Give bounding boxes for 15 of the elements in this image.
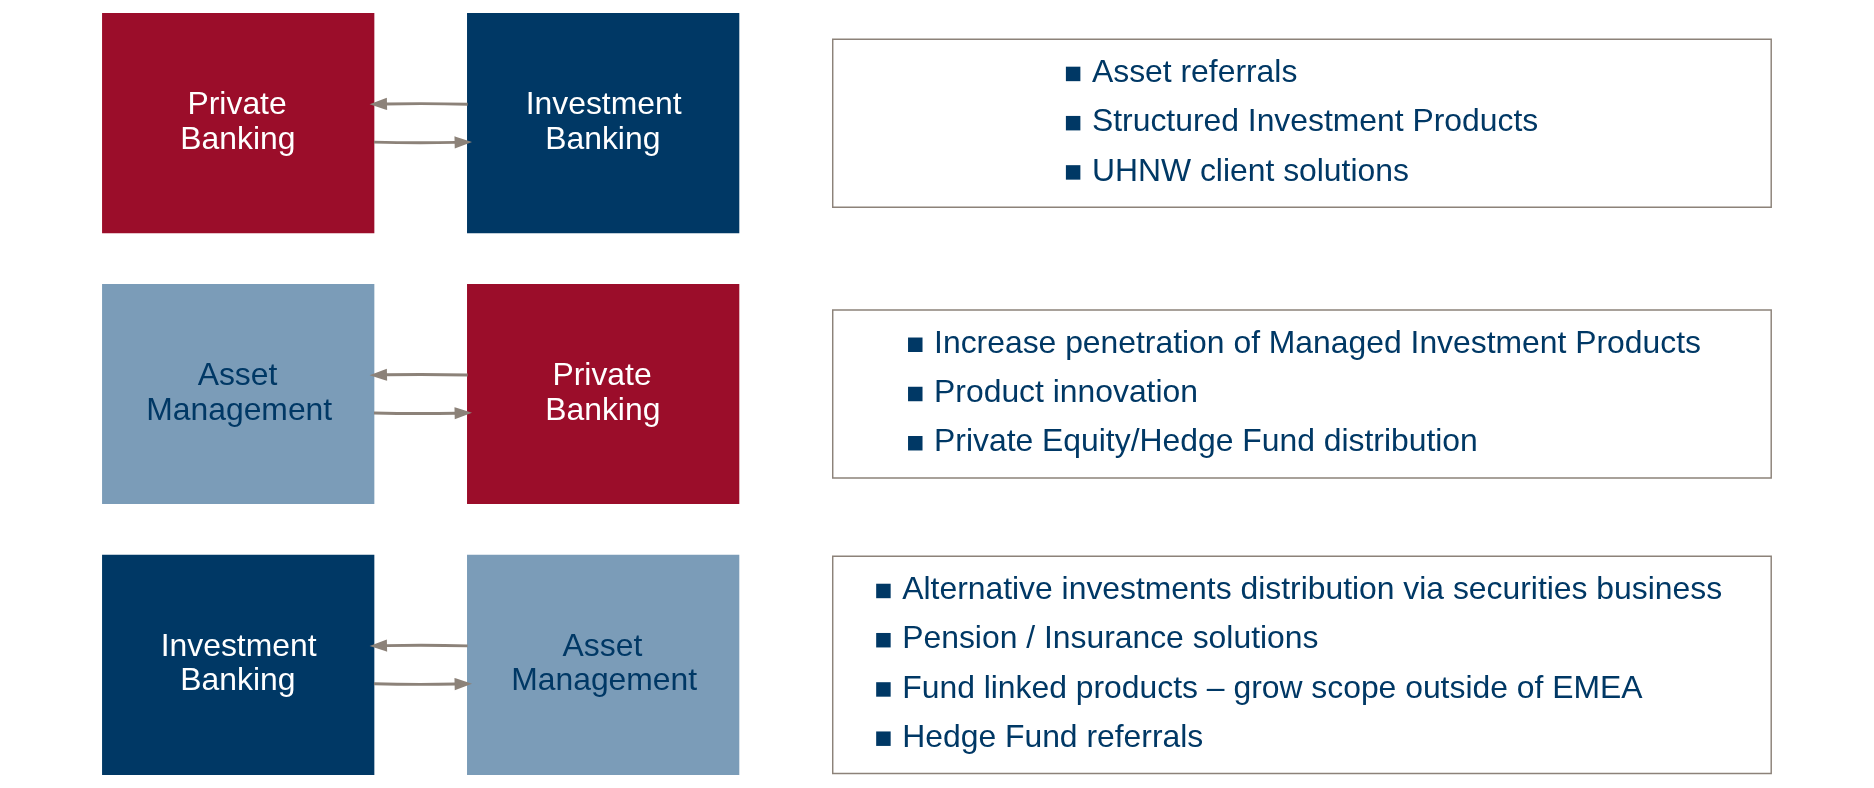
arrow [373,136,472,149]
node-box: Private Banking [102,13,375,234]
node-box: Private Banking [467,283,740,505]
node-box: Asset referrals Structured Investment Products UHNW client solutions [832,38,1772,208]
node-box: Alternative investments distribution via securities business Pension / Insurance solutions Fund linked products – grow scope outside of EMEA Hedge Fund referrals [832,555,1772,775]
arrow [373,407,472,420]
arrow [369,639,468,652]
node-box: Asset Management [102,283,375,505]
node-box: Asset Management [467,554,740,775]
node-box: Investment Banking [467,13,740,234]
node-box: Investment Banking [102,554,375,775]
arrow [369,368,468,381]
arrow [373,677,472,691]
node-box: Increase penetration of Managed Investment Products Product innovation Private Equity/Hedge Fund distribution [832,309,1772,479]
arrow [369,97,468,111]
